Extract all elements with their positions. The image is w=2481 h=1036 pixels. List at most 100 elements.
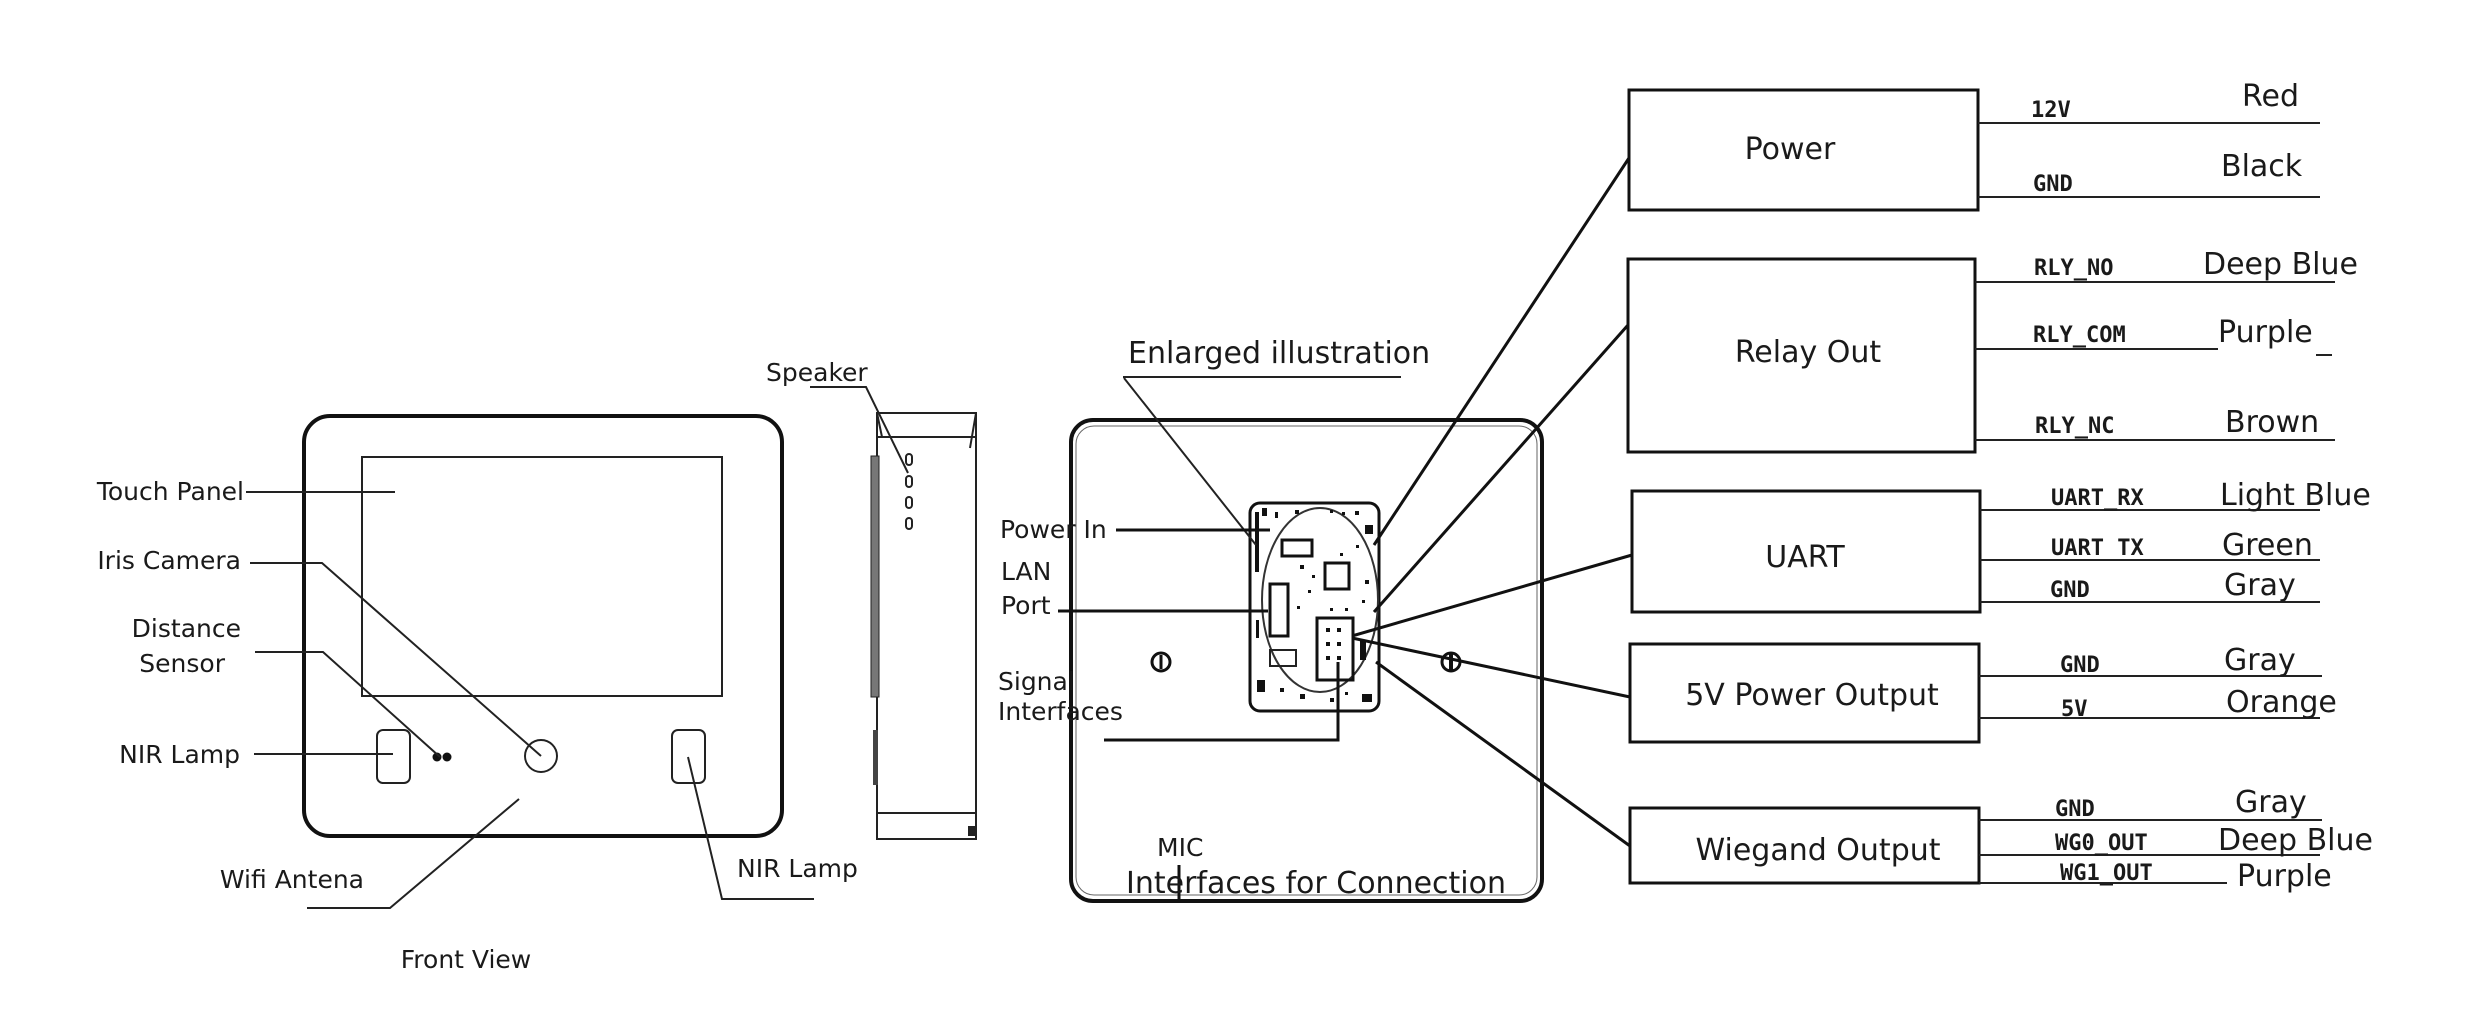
front-nir-lamp-left — [376, 729, 411, 784]
wire-pin: RLY_COM — [2033, 323, 2126, 348]
label-lan-line2: Port — [1001, 591, 1051, 620]
caption-front-view: Front View — [401, 945, 532, 974]
wire-color: Light Blue — [2220, 478, 2371, 513]
label-signal-line2: Interfaces — [998, 697, 1123, 726]
interface-box — [1626, 257, 1977, 454]
leader-to-power — [1372, 157, 1631, 546]
label-mic: MIC — [1157, 833, 1203, 862]
side-top-bevel-left — [876, 412, 883, 438]
interface-box — [1630, 489, 1982, 614]
wire-color: Brown — [2225, 405, 2319, 440]
wire-color: Gray — [2224, 568, 2296, 603]
leader-to-5v-output — [1351, 636, 1631, 699]
leader-to-relay-out — [1372, 324, 1630, 613]
speaker-hole-3 — [905, 496, 913, 509]
wire-pin: WG0_OUT — [2055, 831, 2148, 856]
wire-pin: RLY_NC — [2035, 414, 2114, 439]
interface-name: Relay Out — [1735, 335, 1882, 370]
pcb-board — [1248, 501, 1381, 713]
leader-to-uart — [1351, 553, 1633, 638]
interface-box — [1628, 642, 1981, 744]
rear-screw-left — [1150, 651, 1172, 673]
label-distance-line2: Sensor — [139, 649, 225, 678]
interface-box — [1627, 88, 1980, 212]
leader-distance-sensor — [255, 651, 441, 758]
front-nir-lamp-right — [671, 729, 706, 784]
wire-color: Gray — [2235, 785, 2307, 820]
pcb-relay-connector — [1323, 561, 1351, 591]
front-device-body — [302, 414, 784, 838]
interface-boxes: Power 12V Red GND Black Relay Out RLY_NO… — [1626, 79, 2373, 894]
label-signal-line1: Signal — [998, 667, 1075, 696]
interface-name: Wiegand Output — [1695, 833, 1940, 868]
interface-wiegand-output: Wiegand Output GND Gray WG0_OUT Deep Blu… — [1628, 785, 2373, 894]
label-lan-line1: LAN — [1001, 557, 1051, 586]
pcb-chip — [1269, 649, 1297, 667]
label-speaker: Speaker — [766, 358, 868, 387]
pcb-power-in-connector — [1280, 538, 1314, 558]
wire-pin: GND — [2033, 172, 2073, 197]
leader-iris-camera — [250, 562, 542, 757]
speaker-hole-4 — [905, 517, 913, 530]
label-power-in: Power In — [1000, 515, 1107, 544]
pcb-lan-port-connector — [1268, 582, 1290, 638]
wire-color: Red — [2242, 79, 2299, 114]
interface-power: Power 12V Red GND Black — [1627, 79, 2320, 212]
wire-color: Purple — [2237, 859, 2332, 894]
leader-to-wiegand — [1375, 660, 1631, 848]
wire-color: Deep Blue — [2218, 823, 2373, 858]
interface-uart: UART UART_RX Light Blue UART TX Green GN… — [1630, 478, 2371, 614]
label-nir-lamp-right: NIR Lamp — [737, 854, 858, 883]
wire-pin: GND — [2050, 578, 2090, 603]
wire-color: Purple — [2218, 315, 2313, 350]
side-corner-mark — [968, 826, 975, 836]
wire-color: Black — [2221, 149, 2303, 184]
wire-pin: 12V — [2031, 98, 2071, 123]
interface-name: Power — [1745, 132, 1836, 167]
interface-name: UART — [1765, 540, 1845, 575]
leader-signal-interfaces — [1104, 662, 1340, 742]
leader-wifi-antenna — [307, 798, 520, 909]
pcb-components — [1255, 508, 1373, 702]
wire-pin: GND — [2055, 797, 2095, 822]
label-distance-line1: Distance — [132, 614, 241, 643]
side-front-glass-strip — [870, 455, 880, 698]
wire-color: Deep Blue — [2203, 247, 2358, 282]
leader-enlarged-pointer — [1123, 377, 1257, 546]
wire-pin: WG1_OUT — [2060, 861, 2153, 886]
front-touch-panel-screen — [361, 456, 723, 697]
leader-speaker — [810, 386, 909, 474]
wire-pin: UART_RX — [2051, 486, 2144, 511]
wire-color: Gray — [2224, 643, 2296, 678]
label-nir-lamp-left: NIR Lamp — [119, 740, 240, 769]
rear-device-body — [1069, 418, 1544, 903]
wire-color: Green — [2222, 528, 2313, 563]
front-view: Touch Panel Iris Camera Distance Sensor … — [96, 414, 858, 974]
rear-device-inner-edge — [1075, 425, 1538, 896]
wire-pin: GND — [2060, 653, 2100, 678]
side-top-bevel-right — [969, 412, 977, 449]
side-view: Speaker — [766, 358, 977, 840]
fanout-leaders — [1351, 157, 1633, 848]
side-device-body — [876, 412, 977, 840]
pcb-signal-connector — [1315, 616, 1355, 682]
front-iris-camera-lens — [524, 739, 558, 773]
interface-5v-power-output: 5V Power Output GND Gray 5V Orange — [1628, 642, 2337, 744]
wire-color: Orange — [2226, 685, 2337, 720]
front-distance-sensor-dot-2 — [442, 752, 452, 762]
label-touch-panel: Touch Panel — [96, 477, 244, 506]
side-connector-strip — [873, 730, 878, 785]
label-wifi-antenna: Wifi Antena — [220, 865, 364, 894]
label-enlarged-illustration: Enlarged illustration — [1128, 336, 1430, 371]
pcb-circle-outline — [1261, 507, 1379, 693]
speaker-hole-1 — [905, 453, 913, 466]
label-iris-camera: Iris Camera — [97, 546, 241, 575]
interface-relay-out: Relay Out RLY_NO Deep Blue RLY_COM Purpl… — [1626, 247, 2358, 454]
wire-pin: UART TX — [2051, 536, 2144, 561]
wire-pin: 5V — [2061, 697, 2088, 722]
speaker-hole-2 — [905, 475, 913, 488]
wire-pin: RLY_NO — [2034, 256, 2113, 281]
rear-view: Enlarged illustration Power In LAN Port … — [998, 336, 1544, 903]
interface-name: 5V Power Output — [1685, 678, 1939, 713]
